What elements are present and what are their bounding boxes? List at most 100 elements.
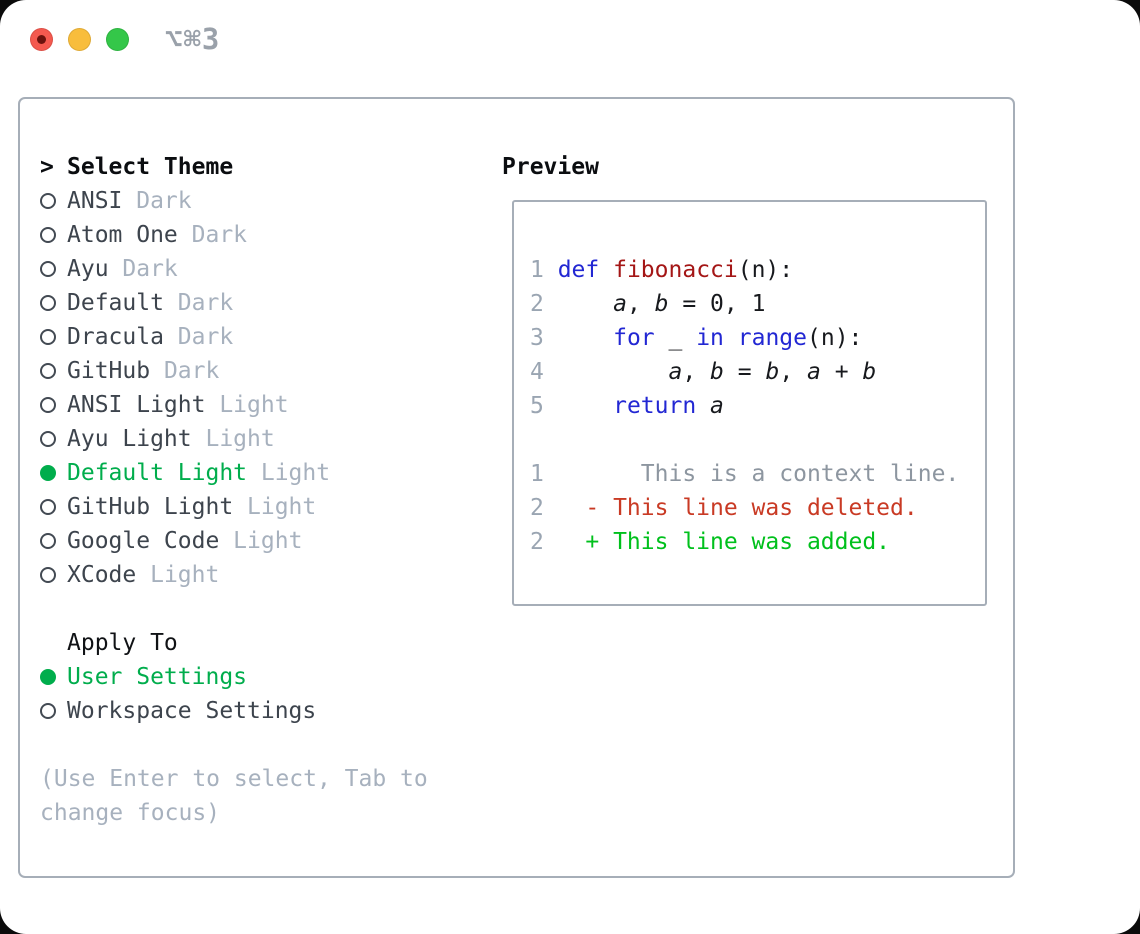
traffic-light-close-button[interactable] [30,28,53,51]
code-line: 3 for _ in range(n): [530,325,863,351]
prompt-icon: > [40,154,54,180]
hint-line-1: (Use Enter to select, Tab to [40,766,428,792]
radio-icon [40,227,67,243]
radio-icon [40,567,67,583]
traffic-light-zoom-button[interactable] [106,28,129,51]
theme-name: GitHub [67,358,151,384]
theme-name: GitHub Light [67,494,234,520]
radio-unselected-icon [40,363,56,379]
theme-option[interactable]: ANSI Dark [40,184,428,218]
preview-box: 1 def fibonacci(n): 2 a, b = 0, 1 3 for _ … [512,200,987,606]
theme-option[interactable]: Atom One Dark [40,218,428,252]
theme-name: Default [67,290,164,316]
theme-variant: Light [136,562,220,588]
radio-selected-icon [40,669,56,685]
theme-name: XCode [67,562,137,588]
radio-unselected-icon [40,295,56,311]
theme-option[interactable]: GitHub Light Light [40,490,428,524]
radio-icon [40,465,67,481]
theme-option[interactable]: XCode Light [40,558,428,592]
diff-line: 2 + This line was added. [530,529,891,555]
spacer [40,728,428,762]
hint-line-2: change focus) [40,800,221,826]
theme-option[interactable]: Ayu Dark [40,252,428,286]
theme-variant: Dark [163,324,234,350]
select-theme-title-row: > Select Theme [40,150,428,184]
radio-icon [40,363,67,379]
radio-icon [40,261,67,277]
titlebar: ⌥⌘3 [0,0,1140,78]
theme-variant: Dark [177,222,248,248]
apply-to-title: Apply To [67,630,178,656]
apply-to-title-row: Apply To [40,626,428,660]
radio-unselected-icon [40,431,56,447]
radio-icon [40,703,67,719]
traffic-light-minimize-button[interactable] [68,28,91,51]
theme-option[interactable]: Google Code Light [40,524,428,558]
theme-option[interactable]: Ayu Light Light [40,422,428,456]
code-line: 4 a, b = b, a + b [530,359,877,385]
radio-unselected-icon [40,533,56,549]
radio-icon [40,533,67,549]
apply-to-option[interactable]: Workspace Settings [40,694,428,728]
radio-icon [40,193,67,209]
radio-unselected-icon [40,397,56,413]
radio-unselected-icon [40,329,56,345]
code-line: 1 def fibonacci(n): [530,257,794,283]
theme-variant: Light [191,426,275,452]
theme-option[interactable]: GitHub Dark [40,354,428,388]
theme-option[interactable]: Dracula Dark [40,320,428,354]
theme-option[interactable]: Default Dark [40,286,428,320]
code-preview: 1 def fibonacci(n): 2 a, b = 0, 1 3 for _ … [530,253,985,423]
theme-variant: Light [205,392,289,418]
theme-name: ANSI [67,188,123,214]
radio-unselected-icon [40,193,56,209]
theme-name: Atom One [67,222,178,248]
theme-variant: Dark [122,188,192,214]
theme-name: Dracula [67,324,164,350]
preview-title: Preview [502,154,599,180]
radio-unselected-icon [40,261,56,277]
theme-name: ANSI Light [67,392,206,418]
radio-unselected-icon [40,227,56,243]
radio-unselected-icon [40,703,56,719]
window-shortcut-label: ⌥⌘3 [165,22,221,56]
spacer [40,592,428,626]
line-number: 3 [530,325,558,351]
theme-variant: Light [233,494,317,520]
theme-variant: Dark [163,290,234,316]
theme-name: Ayu Light [67,426,192,452]
line-number: 1 [530,461,641,487]
theme-name: Ayu [67,256,109,282]
theme-option[interactable]: ANSI Light Light [40,388,428,422]
radio-icon [40,397,67,413]
radio-unselected-icon [40,567,56,583]
line-number: 2 [530,495,586,521]
radio-icon [40,669,67,685]
code-line: 2 a, b = 0, 1 [530,291,766,317]
radio-unselected-icon [40,499,56,515]
radio-icon [40,295,67,311]
line-number: 2 [530,529,586,555]
diff-preview: 1 This is a context line.2 - This line w… [530,457,985,559]
radio-selected-icon [40,465,56,481]
radio-icon [40,499,67,515]
theme-variant: Dark [108,256,178,282]
select-theme-title: Select Theme [67,154,234,180]
theme-variant: Light [219,528,303,554]
code-line: 5 return a [530,393,724,419]
radio-icon [40,431,67,447]
apply-to-option-label: Workspace Settings [67,698,317,724]
theme-variant: Dark [150,358,220,384]
line-number: 1 [530,257,558,283]
diff-line: 2 - This line was deleted. [530,495,918,521]
theme-option[interactable]: Default Light Light [40,456,428,490]
radio-icon [40,329,67,345]
apply-to-option[interactable]: User Settings [40,660,428,694]
line-number: 2 [530,291,558,317]
